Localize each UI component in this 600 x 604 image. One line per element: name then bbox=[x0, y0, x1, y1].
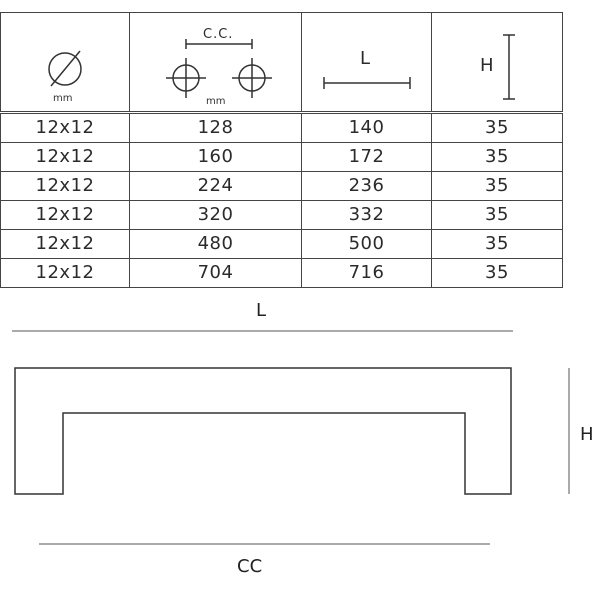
diameter-cell: 12x12 bbox=[0, 258, 130, 288]
length-cell: 172 bbox=[301, 142, 432, 172]
length-cell: 332 bbox=[301, 200, 432, 230]
height-dimension-icon bbox=[503, 34, 515, 100]
length-cell: 716 bbox=[301, 258, 432, 288]
drawing-length-label: L bbox=[256, 300, 267, 321]
length-dimension-icon bbox=[323, 77, 411, 89]
handle-drawing: L H CC bbox=[0, 300, 600, 604]
cc-header: C.C. mm bbox=[129, 12, 302, 113]
cc-cell: 704 bbox=[129, 258, 302, 288]
cc-cell: 128 bbox=[129, 111, 302, 143]
header-row: mm C.C. mm bbox=[0, 12, 563, 113]
diameter-cell: 12x12 bbox=[0, 171, 130, 201]
table-row: 12x12 320 332 35 bbox=[0, 200, 563, 230]
length-cell: 500 bbox=[301, 229, 432, 259]
height-cell: 35 bbox=[431, 171, 563, 201]
spec-table: mm C.C. mm bbox=[0, 12, 563, 288]
length-label: L bbox=[360, 48, 371, 69]
cc-unit: mm bbox=[206, 96, 226, 107]
handle-shape bbox=[14, 367, 512, 495]
table-row: 12x12 160 172 35 bbox=[0, 142, 563, 172]
diameter-unit: mm bbox=[53, 93, 73, 104]
height-cell: 35 bbox=[431, 142, 563, 172]
cc-cell: 160 bbox=[129, 142, 302, 172]
cc-cell: 480 bbox=[129, 229, 302, 259]
cc-cell: 320 bbox=[129, 200, 302, 230]
cc-cell: 224 bbox=[129, 171, 302, 201]
table-row: 12x12 224 236 35 bbox=[0, 171, 563, 201]
table-row: 12x12 704 716 35 bbox=[0, 258, 563, 288]
diameter-cell: 12x12 bbox=[0, 229, 130, 259]
height-cell: 35 bbox=[431, 111, 563, 143]
diameter-icon bbox=[48, 50, 82, 87]
length-cell: 140 bbox=[301, 111, 432, 143]
height-cell: 35 bbox=[431, 258, 563, 288]
diameter-cell: 12x12 bbox=[0, 200, 130, 230]
diameter-cell: 12x12 bbox=[0, 142, 130, 172]
handle-outline-svg bbox=[12, 330, 570, 545]
cc-label: C.C. bbox=[203, 27, 234, 42]
table-row: 12x12 480 500 35 bbox=[0, 229, 563, 259]
height-cell: 35 bbox=[431, 229, 563, 259]
diameter-cell: 12x12 bbox=[0, 111, 130, 143]
diameter-header: mm bbox=[0, 12, 130, 113]
length-cell: 236 bbox=[301, 171, 432, 201]
center-to-center-icon bbox=[166, 39, 272, 98]
height-header: H bbox=[431, 12, 563, 113]
drawing-height-label: H bbox=[580, 424, 594, 445]
table-row: 12x12 128 140 35 bbox=[0, 111, 563, 143]
height-cell: 35 bbox=[431, 200, 563, 230]
length-header: L bbox=[301, 12, 432, 113]
drawing-cc-label: CC bbox=[237, 556, 263, 577]
height-label: H bbox=[480, 55, 494, 76]
